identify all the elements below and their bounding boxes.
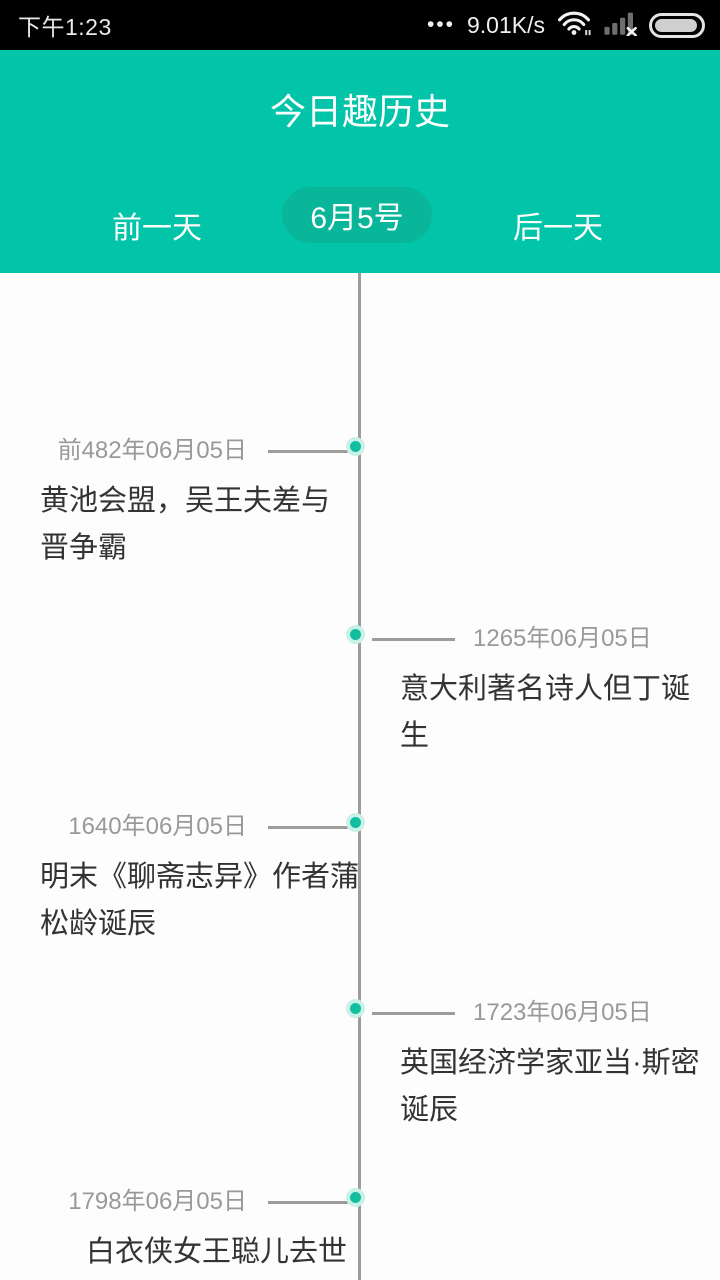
timeline-item-title[interactable]: 意大利著名诗人但丁诞 生 xyxy=(400,666,690,760)
timeline-axis xyxy=(358,273,361,1280)
title-line: 生 xyxy=(400,720,430,752)
timeline-item-date: 1265年06月05日 xyxy=(473,625,652,652)
title-line: 白衣侠女王聪儿去世 xyxy=(86,1236,348,1268)
status-bar: 下午1:23 ••• 9.01K/s xyxy=(0,0,720,50)
status-time: 下午1:23 xyxy=(18,14,112,40)
timeline-connector xyxy=(372,638,455,641)
timeline-connector xyxy=(268,826,348,829)
wifi-icon xyxy=(557,9,591,41)
title-line: 意大利著名诗人但丁诞 xyxy=(400,673,691,705)
network-speed: 9.01K/s xyxy=(467,11,545,38)
timeline-item-date: 1640年06月05日 xyxy=(68,813,247,840)
next-day-button[interactable]: 后一天 xyxy=(513,212,603,245)
timeline-item-date: 1798年06月05日 xyxy=(68,1188,247,1215)
signal-strength-icon xyxy=(603,10,637,41)
timeline-dot-icon xyxy=(346,625,365,644)
page-title: 今日趣历史 xyxy=(269,91,450,132)
title-line: 诞辰 xyxy=(400,1094,459,1126)
timeline-dot-icon xyxy=(346,437,365,456)
notification-overflow-dots-icon: ••• xyxy=(426,13,455,36)
title-line: 明末《聊斋志异》作者蒲 xyxy=(40,861,360,893)
timeline-item-title[interactable]: 明末《聊斋志异》作者蒲 松龄诞辰 xyxy=(40,854,359,948)
timeline-connector xyxy=(372,1012,455,1015)
app-header: 今日趣历史 前一天 6月5号 后一天 xyxy=(0,50,720,273)
timeline-dot-icon xyxy=(346,813,365,832)
timeline-item-title[interactable]: 黄池会盟，吴王夫差与 晋争霸 xyxy=(40,478,330,572)
timeline-item-title[interactable]: 英国经济学家亚当·斯密 诞辰 xyxy=(400,1040,700,1134)
timeline: 前482年06月05日 黄池会盟，吴王夫差与 晋争霸 1265年06月05日 意… xyxy=(0,273,720,1280)
title-line: 晋争霸 xyxy=(40,532,128,564)
timeline-dot-icon xyxy=(346,1188,365,1207)
timeline-item-date: 前482年06月05日 xyxy=(57,437,247,464)
status-icons: ••• 9.01K/s xyxy=(427,9,705,41)
current-date-button[interactable]: 6月5号 xyxy=(282,187,432,243)
timeline-connector xyxy=(268,1201,348,1204)
battery-fill xyxy=(655,18,697,32)
battery-icon xyxy=(649,12,705,38)
timeline-dot-icon xyxy=(346,999,365,1018)
timeline-connector xyxy=(268,450,348,453)
title-line: 松龄诞辰 xyxy=(40,908,157,940)
timeline-item-title[interactable]: 白衣侠女王聪儿去世 xyxy=(86,1229,347,1276)
prev-day-button[interactable]: 前一天 xyxy=(112,212,202,245)
title-line: 英国经济学家亚当·斯密 xyxy=(400,1047,700,1079)
timeline-item-date: 1723年06月05日 xyxy=(473,999,652,1026)
title-line: 黄池会盟，吴王夫差与 xyxy=(40,485,331,517)
